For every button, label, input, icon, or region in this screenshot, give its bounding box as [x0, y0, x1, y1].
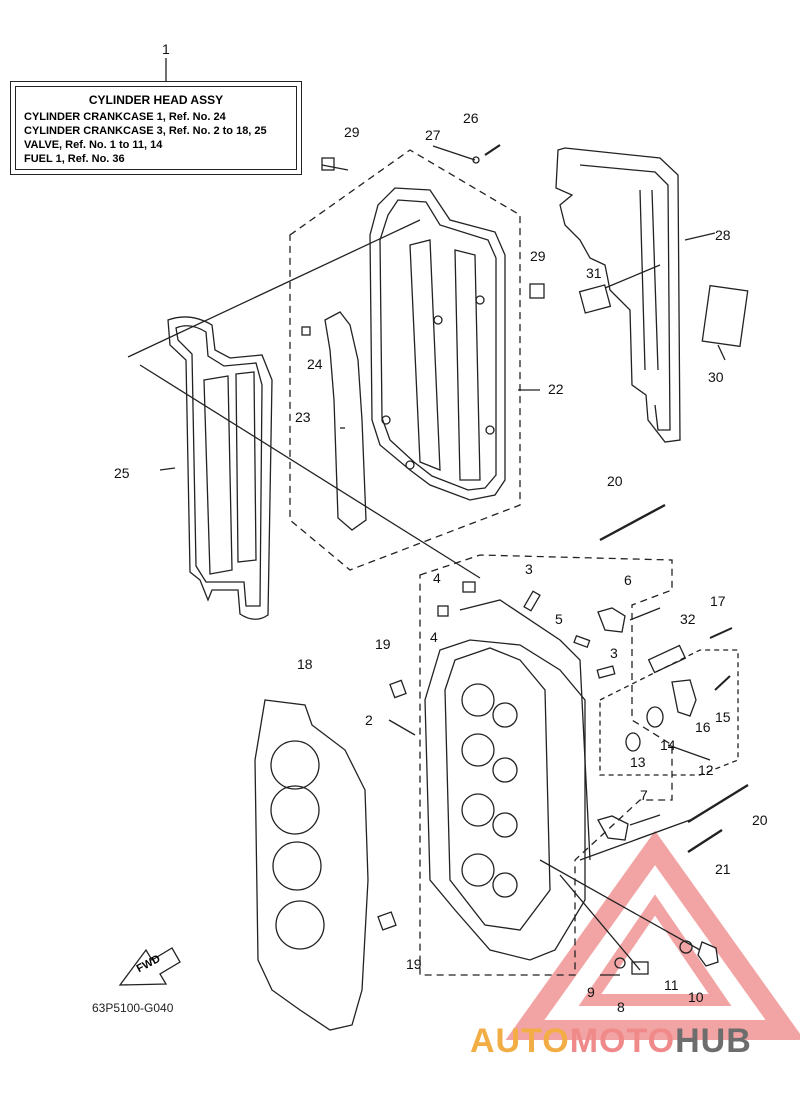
callout-15: 15 — [715, 709, 731, 725]
part-7-clamp — [597, 815, 629, 841]
legend-line: FUEL 1, Ref. No. 36 — [24, 153, 125, 165]
callout-23: 23 — [295, 409, 311, 425]
part-16 — [671, 679, 697, 717]
head-cover-22 — [369, 187, 506, 501]
callout-5: 5 — [555, 611, 563, 627]
callout-27: 27 — [425, 127, 441, 143]
part-4-plug-b — [437, 605, 449, 617]
callout-1: 1 — [162, 41, 170, 57]
watermark-part1: AUTO — [470, 1022, 570, 1060]
seal-14 — [646, 706, 664, 728]
part-3-pin-b — [596, 665, 616, 679]
fwd-arrow-icon — [118, 947, 181, 986]
callout-22: 22 — [548, 381, 564, 397]
bolt-24 — [301, 326, 311, 336]
bolt-15 — [714, 675, 731, 691]
dowel-19-lower — [377, 911, 397, 931]
lower-dashed-box — [419, 554, 673, 976]
callout-31: 31 — [586, 265, 602, 281]
part-4-plug — [462, 581, 476, 593]
bolt-8 — [631, 961, 649, 975]
callout-10: 10 — [688, 989, 704, 1005]
callout-28: 28 — [715, 227, 731, 243]
callout-26: 26 — [463, 110, 479, 126]
legend-line: CYLINDER CRANKCASE 3, Ref. No. 2 to 18, … — [24, 125, 267, 137]
legend-box: CYLINDER HEAD ASSY CYLINDER CRANKCASE 1,… — [10, 81, 302, 175]
callout-6: 6 — [624, 572, 632, 588]
callout-4a: 4 — [433, 570, 441, 586]
gasket-23 — [324, 311, 367, 531]
callout-20b: 20 — [752, 812, 768, 828]
callout-19b: 19 — [406, 956, 422, 972]
upper-dashed-box — [289, 149, 521, 571]
cylinder-head-2 — [424, 599, 591, 961]
callout-16: 16 — [695, 719, 711, 735]
head-gasket-18 — [254, 699, 369, 1031]
cover-28 — [555, 147, 681, 443]
washer-9 — [614, 957, 626, 969]
label-31 — [578, 284, 612, 314]
bolt-20-upper — [599, 503, 666, 542]
callout-21: 21 — [715, 861, 731, 877]
callout-25: 25 — [114, 465, 130, 481]
callout-20a: 20 — [607, 473, 623, 489]
grommet-29-left — [321, 157, 335, 171]
callout-13: 13 — [630, 754, 646, 770]
part-code: 63P5100-G040 — [92, 1001, 174, 1015]
callout-19a: 19 — [375, 636, 391, 652]
callout-18: 18 — [297, 656, 313, 672]
plate-30 — [701, 284, 749, 348]
legend-line: CYLINDER CRANKCASE 1, Ref. No. 24 — [24, 111, 226, 123]
callout-3b: 3 — [610, 645, 618, 661]
callout-32: 32 — [680, 611, 696, 627]
grommet-29-right — [529, 283, 545, 299]
part-5-pin — [573, 634, 591, 648]
part-6-clamp — [597, 607, 626, 633]
bolt-21 — [687, 828, 723, 854]
dowel-19-upper — [389, 679, 407, 699]
plug-10 — [697, 941, 719, 967]
callout-29a: 29 — [344, 124, 360, 140]
callout-11: 11 — [664, 977, 679, 993]
part-13 — [625, 732, 641, 752]
callout-4b: 4 — [430, 629, 438, 645]
callout-2: 2 — [365, 712, 373, 728]
callout-14: 14 — [660, 737, 676, 753]
callout-24: 24 — [307, 356, 323, 372]
callout-3a: 3 — [525, 561, 533, 577]
callout-17: 17 — [710, 593, 726, 609]
watermark-logo: AUTOMOTOHUB — [470, 1022, 752, 1061]
callout-29b: 29 — [530, 248, 546, 264]
callout-12: 12 — [698, 762, 714, 778]
bolt-17 — [709, 627, 733, 639]
bolt-20-lower — [687, 783, 749, 824]
watermark-triangle — [505, 830, 800, 1040]
watermark-part2: MOTO — [569, 1022, 676, 1060]
callout-7: 7 — [640, 787, 648, 803]
callout-8: 8 — [617, 999, 625, 1015]
washer-11 — [679, 940, 693, 954]
washer-27 — [472, 156, 480, 164]
legend-line: VALVE, Ref. No. 1 to 11, 14 — [24, 139, 163, 151]
callout-9: 9 — [587, 984, 595, 1000]
callout-30: 30 — [708, 369, 724, 385]
bolt-26 — [484, 144, 501, 156]
watermark-part3: HUB — [675, 1022, 752, 1060]
sensor-32 — [647, 644, 687, 674]
legend-title: CYLINDER HEAD ASSY — [88, 93, 224, 107]
legend-inner: CYLINDER HEAD ASSY CYLINDER CRANKCASE 1,… — [15, 86, 297, 170]
part-3-pin — [523, 590, 541, 612]
gasket-25 — [167, 316, 273, 620]
sensor-dashed-box — [599, 649, 739, 776]
